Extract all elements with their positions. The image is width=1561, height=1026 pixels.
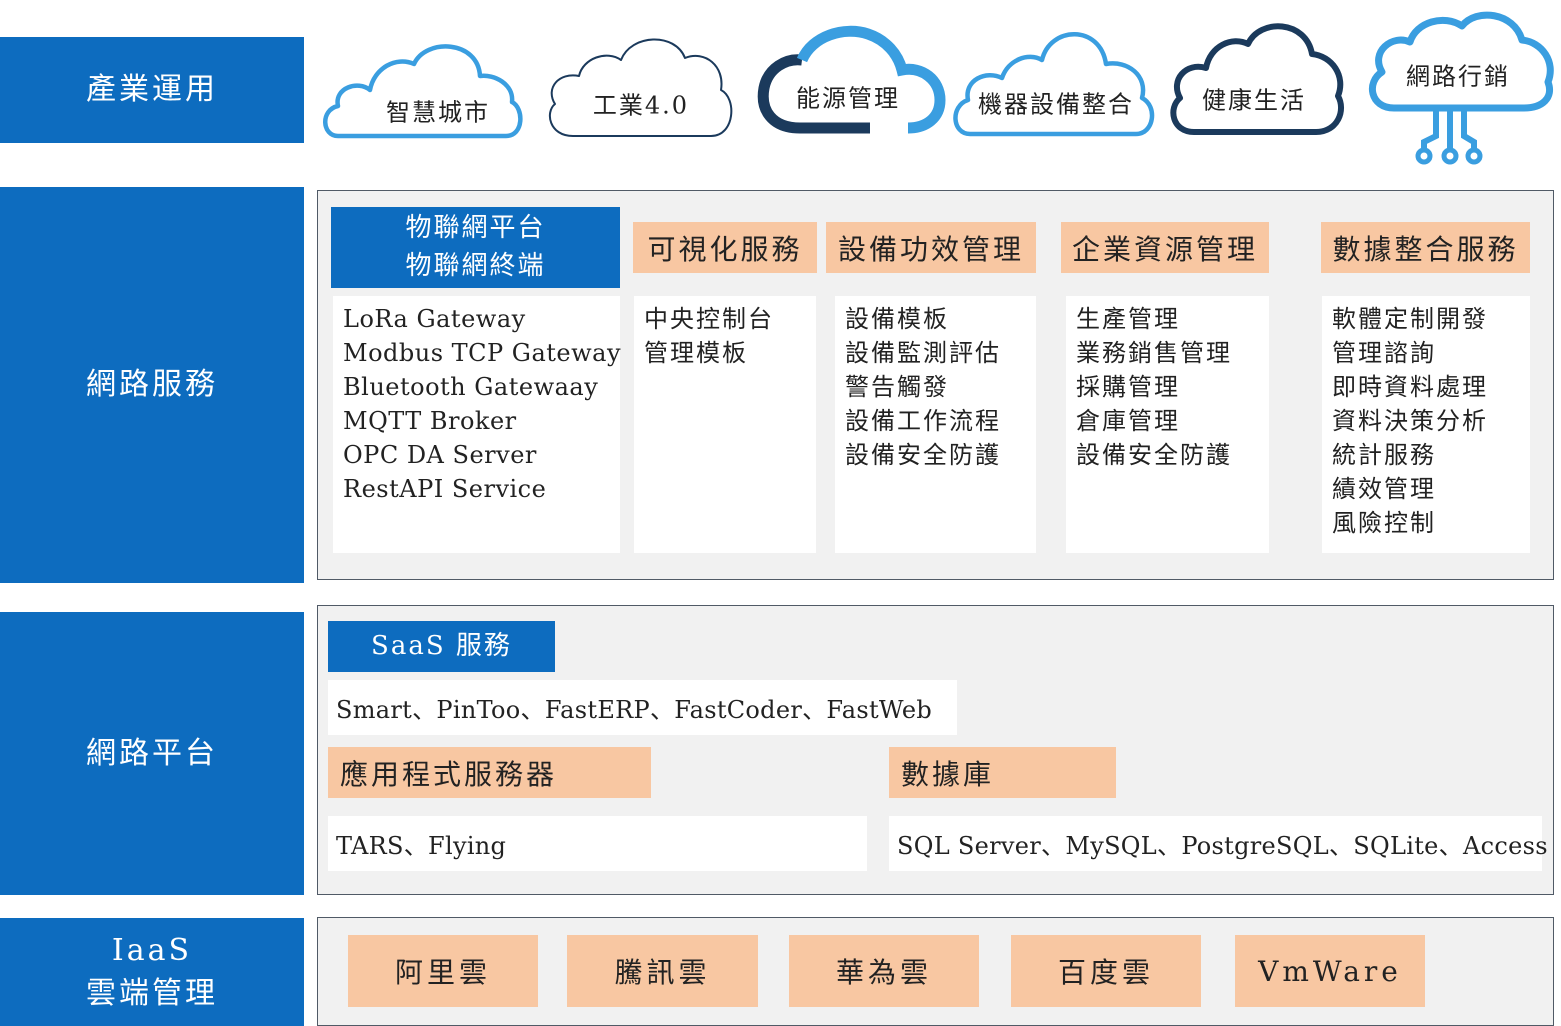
list-item: 設備監測評估 xyxy=(845,339,1001,368)
database-products: SQL Server、MySQL、PostgreSQL、SQLite、Acces… xyxy=(889,816,1548,871)
list-item: 設備安全防護 xyxy=(845,441,1001,470)
list-item: 業務銷售管理 xyxy=(1076,339,1232,368)
database-header: 數據庫 xyxy=(889,747,1116,798)
iaas-provider-huawei: 華為雲 xyxy=(789,935,979,1007)
cloud-network-marketing-label: 網路行銷 xyxy=(1406,62,1510,91)
iot-header-line2: 物聯網終端 xyxy=(405,250,546,281)
visual-header: 可視化服務 xyxy=(633,222,817,273)
list-item: 中央控制台 xyxy=(644,305,774,333)
cloud-machine-integration-label: 機器設備整合 xyxy=(978,90,1134,119)
list-item: 資料決策分析 xyxy=(1332,407,1488,436)
tier-label-industry-text: 產業運用 xyxy=(86,72,218,108)
iot-header: 物聯網平台 物聯網終端 xyxy=(331,207,620,288)
cloud-network-marketing: 網路行銷 xyxy=(1364,11,1554,174)
iaas-provider-baidu: 百度雲 xyxy=(1011,935,1201,1007)
saas-products: Smart、PinToo、FastERP、FastCoder、FastWeb xyxy=(328,680,957,735)
list-item: 統計服務 xyxy=(1332,441,1436,470)
app-server-header-text: 應用程式服務器 xyxy=(340,757,558,791)
cloud-smart-city-icon xyxy=(323,44,523,139)
list-item: MQTT Broker xyxy=(343,407,517,436)
tier-label-iaas: IaaS 雲端管理 xyxy=(0,918,304,1026)
list-item: 設備工作流程 xyxy=(845,407,1001,436)
equipment-header: 設備功效管理 xyxy=(826,222,1036,273)
app-server-products-text: TARS、Flying xyxy=(336,832,507,860)
saas-header-text: SaaS 服務 xyxy=(371,630,512,661)
visual-header-text: 可視化服務 xyxy=(647,232,803,266)
database-products-text: SQL Server、MySQL、PostgreSQL、SQLite、Acces… xyxy=(897,832,1548,860)
cloud-industry-4-label: 工業4.0 xyxy=(592,91,690,120)
cloud-energy-icon xyxy=(757,25,946,134)
cloud-network-marketing-icon xyxy=(1369,11,1554,165)
cloud-healthy-living-label: 健康生活 xyxy=(1202,86,1306,115)
tier-label-platform: 網路平台 xyxy=(0,612,304,895)
equipment-header-text: 設備功效管理 xyxy=(837,232,1024,266)
data-header-text: 數據整合服務 xyxy=(1332,232,1519,266)
saas-products-text: Smart、PinToo、FastERP、FastCoder、FastWeb xyxy=(336,696,933,724)
iot-header-line1: 物聯網平台 xyxy=(405,212,546,243)
tier-label-services-text: 網路服務 xyxy=(86,367,218,403)
cloud-healthy-living: 健康生活 xyxy=(1166,16,1345,138)
cloud-machine-integration-icon xyxy=(953,32,1155,137)
cloud-industry-4-icon xyxy=(548,38,733,137)
list-item: 採購管理 xyxy=(1076,373,1180,402)
iaas-provider-label: 華為雲 xyxy=(835,956,932,989)
list-item: 管理諮詢 xyxy=(1332,339,1436,368)
database-header-text: 數據庫 xyxy=(901,757,995,791)
list-item: OPC DA Server xyxy=(343,441,537,470)
saas-header: SaaS 服務 xyxy=(328,621,555,672)
list-item: Modbus TCP Gateway xyxy=(343,339,622,368)
erp-header: 企業資源管理 xyxy=(1061,222,1269,273)
tier-label-services: 網路服務 xyxy=(0,187,304,583)
cloud-industry-4: 工業4.0 xyxy=(543,32,735,144)
iaas-provider-label: 騰訊雲 xyxy=(614,956,711,989)
cloud-energy: 能源管理 xyxy=(752,22,948,144)
list-item: 生產管理 xyxy=(1076,305,1180,333)
list-item: 設備安全防護 xyxy=(1076,441,1232,470)
list-item: 軟體定制開發 xyxy=(1332,305,1488,333)
iaas-provider-label: 百度雲 xyxy=(1057,956,1154,989)
iot-list: LoRa Gateway Modbus TCP Gateway Bluetoot… xyxy=(333,296,622,553)
cloud-healthy-living-icon xyxy=(1170,23,1345,135)
list-item: 警告觸發 xyxy=(845,373,949,402)
data-header: 數據整合服務 xyxy=(1321,222,1530,273)
visual-list: 中央控制台 管理模板 xyxy=(634,296,816,553)
iaas-provider-label: 阿里雲 xyxy=(394,956,491,989)
iaas-provider-tencent: 騰訊雲 xyxy=(567,935,758,1007)
tier-label-iaas-line1: IaaS xyxy=(111,932,193,968)
list-item: 倉庫管理 xyxy=(1076,407,1180,436)
data-list: 軟體定制開發 管理諮詢 即時資料處理 資料決策分析 統計服務 績效管理 風險控制 xyxy=(1322,296,1530,553)
list-item: 風險控制 xyxy=(1332,509,1436,538)
iaas-provider-aliyun: 阿里雲 xyxy=(348,935,538,1007)
iaas-provider-vmware: VmWare xyxy=(1235,935,1425,1007)
iaas-provider-label: VmWare xyxy=(1258,954,1402,988)
list-item: LoRa Gateway xyxy=(343,305,526,333)
list-item: RestAPI Service xyxy=(343,475,547,504)
list-item: 設備模板 xyxy=(845,305,949,333)
tier-label-platform-text: 網路平台 xyxy=(86,735,218,771)
cloud-smart-city-label: 智慧城市 xyxy=(386,98,490,127)
tier-label-industry: 產業運用 xyxy=(0,37,304,143)
erp-list: 生產管理 業務銷售管理 採購管理 倉庫管理 設備安全防護 xyxy=(1066,296,1269,553)
cloud-machine-integration: 機器設備整合 xyxy=(950,20,1156,144)
tier-label-iaas-line2: 雲端管理 xyxy=(86,976,218,1011)
list-item: Bluetooth Gatewaay xyxy=(343,373,599,402)
list-item: 即時資料處理 xyxy=(1332,373,1488,402)
list-item: 管理模板 xyxy=(644,339,748,368)
app-server-products: TARS、Flying xyxy=(328,816,867,871)
app-server-header: 應用程式服務器 xyxy=(328,747,651,798)
list-item: 績效管理 xyxy=(1332,475,1436,504)
cloud-smart-city: 智慧城市 xyxy=(318,38,528,146)
erp-header-text: 企業資源管理 xyxy=(1071,232,1258,266)
equipment-list: 設備模板 設備監測評估 警告觸發 設備工作流程 設備安全防護 xyxy=(835,296,1036,553)
cloud-energy-label: 能源管理 xyxy=(796,84,900,113)
